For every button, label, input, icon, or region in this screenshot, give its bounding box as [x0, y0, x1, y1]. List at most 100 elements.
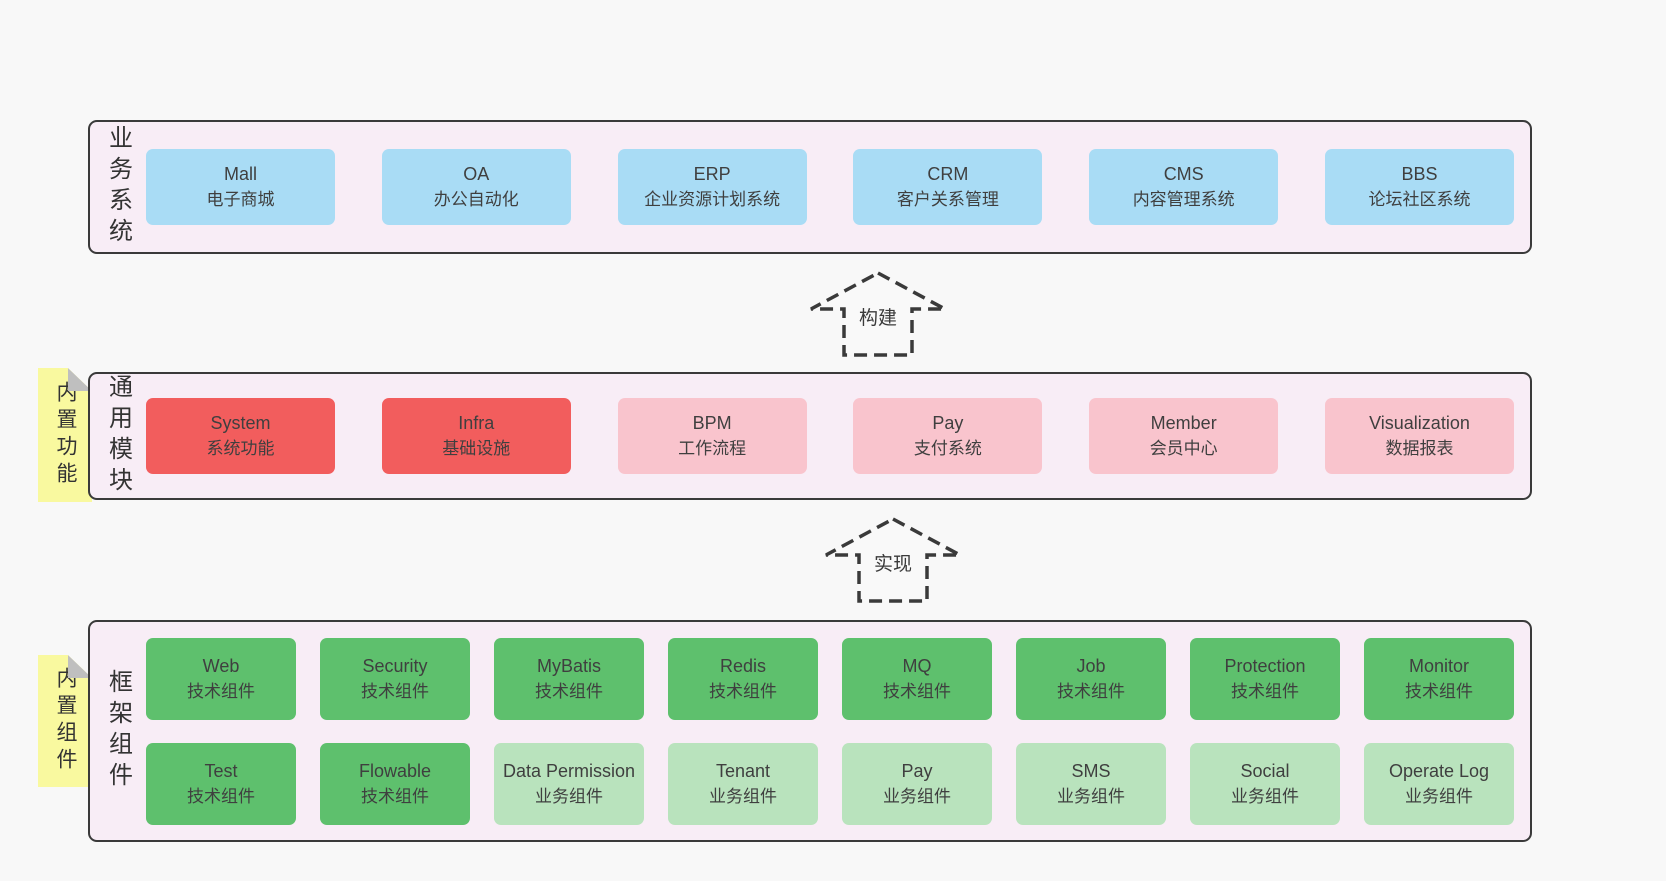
box-pay-module: Pay 支付系统 [853, 398, 1043, 474]
box-name: CRM [927, 164, 969, 184]
box-member: Member 会员中心 [1089, 398, 1279, 474]
box-desc: 企业资源计划系统 [644, 190, 781, 209]
box-name: Data Permission [502, 760, 636, 781]
box-bbs: BBS 论坛社区系统 [1324, 149, 1514, 225]
box-name: Visualization [1369, 413, 1470, 433]
box-infra: Infra 基础设施 [381, 398, 571, 474]
box-desc: 系统功能 [206, 439, 275, 458]
box-desc: 技术组件 [187, 786, 255, 806]
box-desc: 业务组件 [1231, 786, 1299, 806]
box-desc: 数据报表 [1385, 439, 1454, 458]
box-desc: 客户关系管理 [896, 190, 999, 209]
box-name: Mall [223, 164, 257, 184]
box-name: Job [1076, 655, 1106, 676]
box-name: ERP [693, 164, 731, 184]
box-mq: MQ 技术组件 [842, 637, 992, 720]
arrow-build: 构建 [808, 270, 948, 358]
sticky-label: 内置组件 [54, 667, 77, 775]
box-name: Web [202, 655, 240, 676]
box-desc: 工作流程 [678, 439, 747, 458]
box-desc: 内容管理系统 [1132, 190, 1235, 209]
arrow-implement: 实现 [823, 516, 963, 604]
box-name: CMS [1163, 164, 1204, 184]
box-cms: CMS 内容管理系统 [1089, 149, 1279, 225]
box-protection: Protection 技术组件 [1190, 637, 1340, 720]
components-row-1: Web 技术组件 Security 技术组件 MyBatis 技术组件 Redi… [146, 637, 1514, 720]
box-monitor: Monitor 技术组件 [1364, 637, 1514, 720]
box-desc: 技术组件 [709, 681, 777, 701]
box-erp: ERP 企业资源计划系统 [617, 149, 807, 225]
box-name: Infra [458, 413, 495, 433]
box-web: Web 技术组件 [146, 637, 296, 720]
box-desc: 基础设施 [442, 439, 511, 458]
box-desc: 办公自动化 [433, 190, 519, 209]
box-mall: Mall 电子商城 [146, 149, 335, 225]
box-name: MyBatis [536, 655, 601, 676]
box-name: Social [1240, 760, 1290, 781]
arrow-implement-label: 实现 [869, 552, 917, 578]
box-pay-component: Pay 业务组件 [842, 742, 992, 825]
box-bpm: BPM 工作流程 [617, 398, 807, 474]
box-desc: 业务组件 [883, 786, 951, 806]
box-desc: 技术组件 [361, 681, 429, 701]
box-system: System 系统功能 [146, 398, 335, 474]
layer-framework-components: 框架组件 Web 技术组件 Security 技术组件 MyBatis 技术组件… [88, 620, 1532, 842]
box-sms: SMS 业务组件 [1016, 742, 1166, 825]
box-desc: 技术组件 [883, 681, 951, 701]
box-name: Flowable [358, 760, 432, 781]
business-boxes-row: Mall 电子商城 OA 办公自动化 ERP 企业资源计划系统 CRM 客户关系… [146, 122, 1530, 252]
layer-label-components: 框架组件 [104, 669, 132, 793]
layer-label-business: 业务系统 [104, 125, 132, 249]
components-row-2: Test 技术组件 Flowable 技术组件 Data Permission … [146, 742, 1514, 825]
modules-boxes-row: System 系统功能 Infra 基础设施 BPM 工作流程 Pay 支付系统… [146, 374, 1530, 498]
box-name: Member [1150, 413, 1217, 433]
box-name: Tenant [715, 760, 771, 781]
box-name: System [210, 413, 271, 433]
box-desc: 业务组件 [1405, 786, 1473, 806]
box-flowable: Flowable 技术组件 [320, 742, 470, 825]
box-mybatis: MyBatis 技术组件 [494, 637, 644, 720]
box-desc: 技术组件 [1405, 681, 1473, 701]
components-boxes-grid: Web 技术组件 Security 技术组件 MyBatis 技术组件 Redi… [146, 622, 1530, 840]
box-name: Pay [901, 760, 933, 781]
box-name: BBS [1401, 164, 1438, 184]
sticky-note-built-in-features: 内置功能 [38, 368, 92, 502]
box-name: Protection [1224, 655, 1306, 676]
box-name: BPM [692, 413, 732, 433]
box-name: Redis [719, 655, 767, 676]
box-operate-log: Operate Log 业务组件 [1364, 742, 1514, 825]
box-desc: 业务组件 [709, 786, 777, 806]
box-desc: 技术组件 [535, 681, 603, 701]
box-social: Social 业务组件 [1190, 742, 1340, 825]
box-name: OA [463, 164, 490, 184]
box-desc: 会员中心 [1149, 439, 1218, 458]
box-name: Pay [932, 413, 964, 433]
box-desc: 业务组件 [1057, 786, 1125, 806]
box-name: Test [204, 760, 238, 781]
box-redis: Redis 技术组件 [668, 637, 818, 720]
box-name: Monitor [1408, 655, 1470, 676]
box-name: Operate Log [1388, 760, 1490, 781]
box-desc: 支付系统 [913, 439, 982, 458]
layer-label-modules: 通用模块 [104, 374, 132, 498]
box-data-permission: Data Permission 业务组件 [494, 742, 644, 825]
box-desc: 技术组件 [187, 681, 255, 701]
box-name: MQ [902, 655, 932, 676]
box-desc: 技术组件 [1231, 681, 1299, 701]
box-desc: 论坛社区系统 [1368, 190, 1471, 209]
box-job: Job 技术组件 [1016, 637, 1166, 720]
sticky-label: 内置功能 [54, 381, 77, 489]
box-oa: OA 办公自动化 [381, 149, 571, 225]
box-tenant: Tenant 业务组件 [668, 742, 818, 825]
box-test: Test 技术组件 [146, 742, 296, 825]
box-name: Security [362, 655, 428, 676]
box-crm: CRM 客户关系管理 [853, 149, 1043, 225]
box-desc: 业务组件 [535, 786, 603, 806]
arrow-build-label: 构建 [854, 306, 902, 332]
box-desc: 技术组件 [361, 786, 429, 806]
sticky-note-built-in-components: 内置组件 [38, 655, 92, 787]
box-visualization: Visualization 数据报表 [1324, 398, 1514, 474]
layer-business-systems: 业务系统 Mall 电子商城 OA 办公自动化 ERP 企业资源计划系统 CRM… [88, 120, 1532, 254]
box-security: Security 技术组件 [320, 637, 470, 720]
